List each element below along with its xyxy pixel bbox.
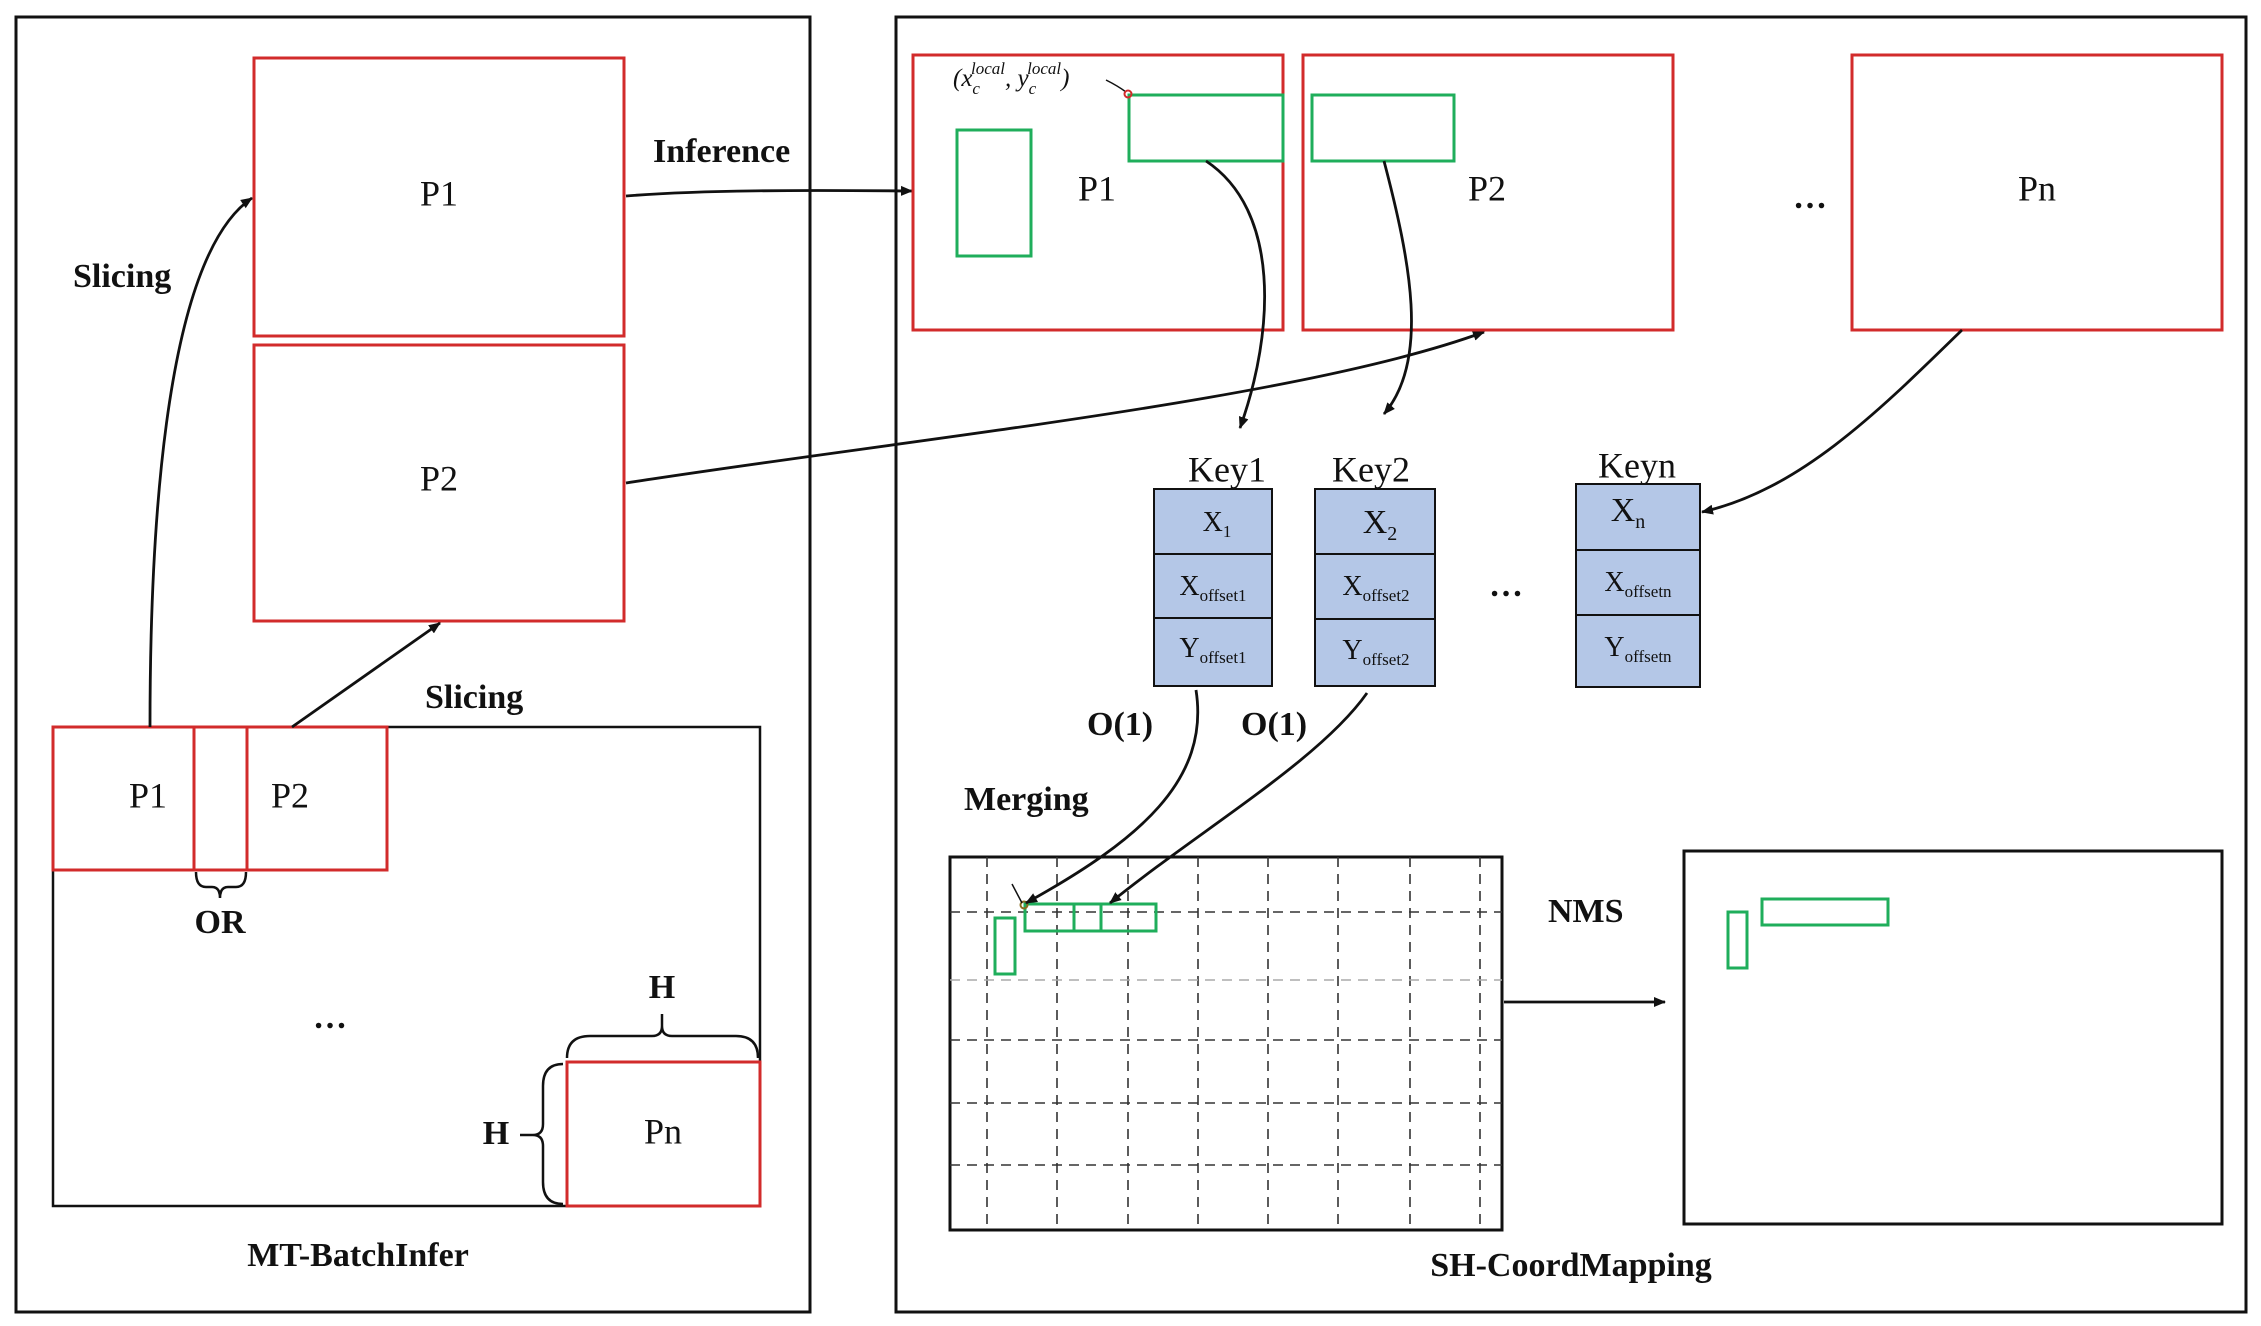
inference-arrow-p1 (625, 185, 913, 198)
slicing-arrow-to-p2 (291, 621, 441, 729)
patch-p2-label: P2 (420, 458, 458, 498)
keyn-cell-yoffset (1575, 614, 1701, 688)
key1-cell-xoffset (1153, 553, 1273, 619)
result-p2-label: P2 (1468, 168, 1506, 208)
key1-cell-x (1153, 488, 1273, 555)
result-p1-det-vertical (955, 128, 1033, 258)
keyn-yoffset: Yoffsetn (1604, 632, 1672, 666)
result-pn-box (1850, 53, 2224, 332)
inference-arrow-p2 (625, 330, 1485, 485)
result-pn-label: Pn (2018, 168, 2056, 208)
keyn-x: Xn (1611, 492, 1646, 533)
key2-cell-x (1314, 488, 1436, 555)
key2-xoffset: Xoffset2 (1342, 571, 1409, 605)
result-p2-box (1301, 53, 1675, 332)
merge-point (1019, 900, 1029, 910)
result-p1-box (911, 53, 1285, 332)
key2-name: Key2 (1332, 449, 1410, 489)
lookup-label-2: O(1) (1241, 706, 1307, 743)
arrow-p2-det-to-key2 (1382, 160, 1413, 415)
inference-label: Inference (653, 133, 790, 170)
nms-det-vertical (1726, 910, 1749, 970)
key-ellipsis: … (1489, 567, 1523, 604)
key1-yoffset: Yoffset1 (1179, 633, 1246, 667)
arrow-key2-to-merged (1109, 692, 1369, 905)
overlap-brace (194, 871, 248, 899)
image-p1-label: P1 (129, 775, 167, 815)
size-h-top-label: H (649, 969, 675, 1006)
left-panel: P1 P2 Slicing Slicing P1 P2 OR … Pn H H … (14, 15, 812, 1314)
keyn-cell-xoffset (1575, 549, 1701, 616)
key2-cell-yoffset (1314, 618, 1436, 687)
merged-det-horizontal-b (1072, 902, 1158, 933)
nms-det-horizontal (1760, 897, 1890, 927)
left-panel-title: MT-BatchInfer (247, 1237, 469, 1274)
key1-name: Key1 (1188, 449, 1266, 489)
merged-grid (948, 855, 1504, 1232)
merge-point-leader (1011, 883, 1023, 904)
key1-cell-yoffset (1153, 617, 1273, 687)
merged-det-vertical (993, 916, 1017, 976)
local-coord-point (1123, 89, 1133, 99)
keyn-cell-x (1575, 483, 1701, 551)
keyn-xoffset: Xoffsetn (1604, 567, 1672, 601)
result-p2-det-horizontal (1310, 93, 1456, 163)
right-panel: P1 (xclocal, yclocal) P2 … Pn Key1 X1 Xo… (894, 15, 2248, 1314)
arrow-pn-to-keyn (1701, 328, 1963, 515)
image-pn-label: Pn (644, 1111, 682, 1151)
key2-table: Key2 X2 Xoffset2 Yoffset2 (1314, 449, 1436, 687)
right-panel-title: SH-CoordMapping (1430, 1247, 1712, 1284)
image-ellipsis: … (313, 999, 347, 1036)
right-panel-frame (894, 15, 2248, 1314)
slicing-arrow-to-p1 (148, 196, 253, 728)
top-ellipsis: … (1793, 179, 1827, 216)
lookup-label-1: O(1) (1087, 706, 1153, 743)
overlap-label: OR (195, 904, 246, 941)
result-p1-label: P1 (1078, 168, 1116, 208)
keyn-table: Keyn Xn Xoffsetn Yoffsetn (1575, 445, 1701, 688)
size-h-left-label: H (483, 1115, 509, 1152)
merging-label: Merging (964, 781, 1089, 818)
key1-xoffset: Xoffset1 (1179, 571, 1246, 605)
key1-table: Key1 X1 Xoffset1 Yoffset1 (1153, 449, 1273, 687)
slicing-label-mid: Slicing (425, 679, 523, 716)
image-p2-label: P2 (271, 775, 309, 815)
merged-grid-frame (948, 855, 1504, 1232)
local-coord-leader (1105, 79, 1127, 93)
key2-cell-xoffset (1314, 553, 1436, 620)
arrow-p1-det-to-key1 (1205, 159, 1266, 429)
slicing-label-top: Slicing (73, 258, 171, 295)
key2-x: X2 (1363, 504, 1398, 545)
keyn-name: Keyn (1598, 445, 1676, 485)
arrow-key1-to-merged (1025, 689, 1200, 905)
patch-p1-box (252, 56, 626, 338)
nms-label: NMS (1548, 893, 1624, 930)
nms-result-frame (1682, 849, 2224, 1226)
image-pn-box (565, 1060, 762, 1208)
key2-yoffset: Yoffset2 (1342, 635, 1409, 669)
image-p1-box (51, 725, 249, 872)
patch-p1-label: P1 (420, 173, 458, 213)
patch-p2-box (252, 343, 626, 623)
key1-x: X1 (1203, 507, 1232, 541)
local-coord-label: (xclocal, yclocal) (953, 59, 1069, 98)
